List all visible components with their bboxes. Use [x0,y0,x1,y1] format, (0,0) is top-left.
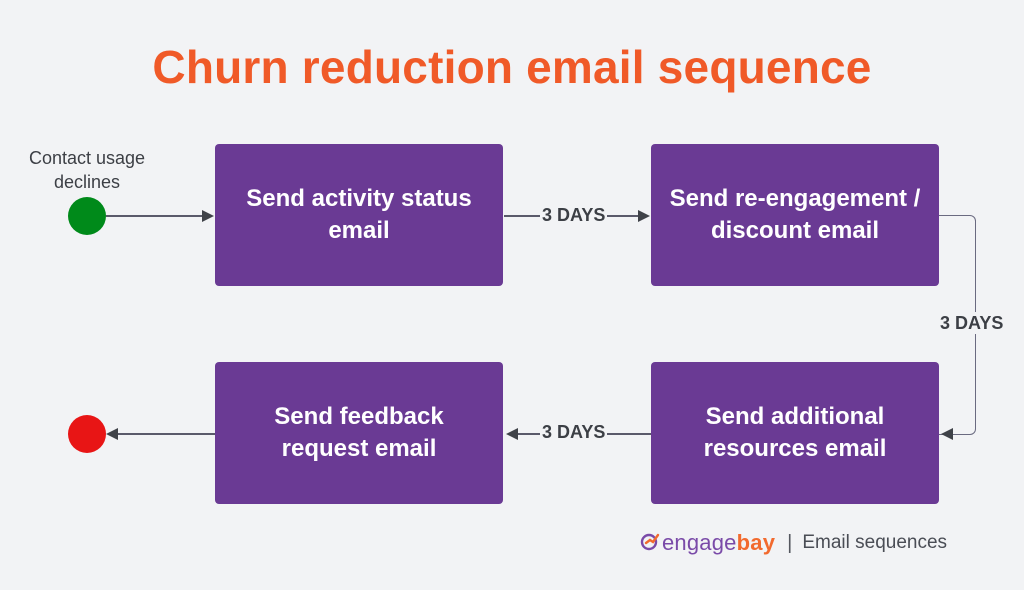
step-label: Send additional resources email [703,403,887,462]
engagebay-logo-icon [640,531,660,556]
arrow-left-icon [941,428,953,440]
brand-subtitle: Email sequences [802,532,948,553]
step-box-additional-resources: Send additional resources email [651,362,939,504]
connector-start [106,215,202,217]
brand-footer: engagebay | Email sequences [640,530,947,556]
end-node-icon [68,415,106,453]
delay-label: 3 DAYS [938,312,1006,334]
step-label: Send activity status email [246,185,472,244]
arrow-right-icon [202,210,214,222]
diagram-title: Churn reduction email sequence [152,41,872,93]
arrow-right-icon [638,210,650,222]
delay-label: 3 DAYS [540,204,608,226]
connector-end [118,433,215,435]
start-label: Contact usage declines [28,148,146,192]
brand-separator: | [787,531,793,554]
step-label: Send feedback request email [274,403,444,462]
brand-logo-prefix: engage [662,530,737,555]
arrow-left-icon [106,428,118,440]
brand-logo: engagebay [662,530,775,556]
step-label: Send re-engagement / discount email [669,185,921,244]
brand-logo-suffix: bay [736,530,776,555]
arrow-left-icon [506,428,518,440]
step-box-activity-status: Send activity status email [215,144,503,286]
delay-label: 3 DAYS [540,421,608,443]
start-node-icon [68,197,106,235]
step-box-feedback-request: Send feedback request email [215,362,503,504]
step-box-re-engagement: Send re-engagement / discount email [651,144,939,286]
